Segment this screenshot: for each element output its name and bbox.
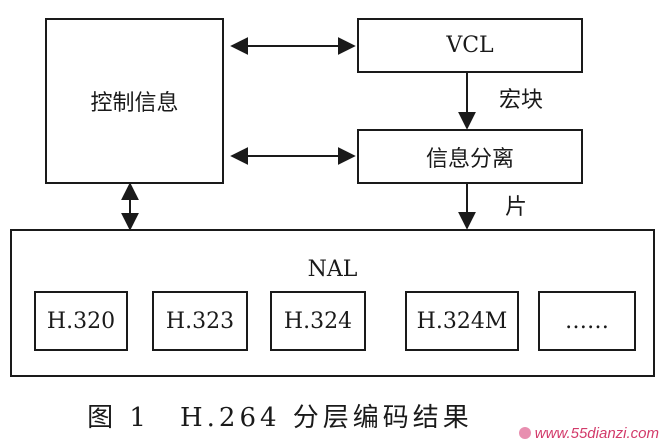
watermark-text: www.55dianzi.com [534,425,659,442]
protocol-label: H.324M [416,308,508,334]
protocol-box: …… [538,291,636,351]
protocol-box: H.324M [405,291,519,351]
information-separation-label: 信息分离 [425,146,514,172]
nal-label: NAL [307,257,358,282]
vcl-box: VCL [357,18,583,73]
nal-box: NAL H.320 H.323 H.324 H.324M …… [10,229,655,377]
figure-caption: 图 1 H.264 分层编码结果 [87,403,473,433]
control-info-label: 控制信息 [90,91,179,116]
protocol-label: H.324 [283,308,353,334]
protocol-label: H.320 [46,308,116,334]
information-separation-box: 信息分离 [357,129,583,184]
control-info-box: 控制信息 [45,18,224,184]
slice-label: 片 [505,195,528,220]
protocol-box: H.323 [152,291,248,351]
vcl-label: VCL [446,33,494,58]
watermark-logo-icon [518,427,531,439]
protocol-label: …… [565,308,609,334]
protocol-box: H.324 [270,291,366,351]
protocol-label: H.323 [165,308,235,334]
site-watermark: www.55dianzi.com [518,425,659,442]
macroblock-label: 宏块 [499,88,544,113]
protocol-box: H.320 [34,291,128,351]
